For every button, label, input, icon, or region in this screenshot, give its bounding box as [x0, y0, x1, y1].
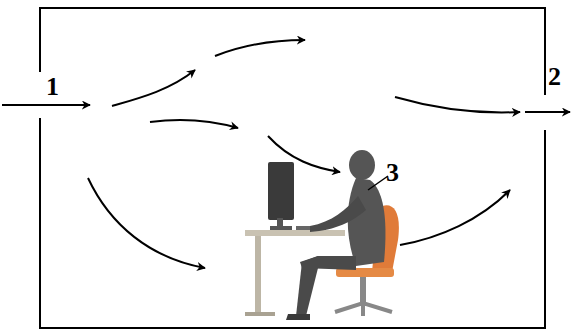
inlet-arrow	[2, 104, 90, 106]
chair-base	[335, 303, 392, 316]
callout-number: 1	[46, 74, 59, 100]
airflow-arrow	[215, 40, 305, 56]
airflow-arrow	[150, 120, 238, 128]
airflow-arrow	[400, 190, 510, 245]
room-walls	[40, 8, 545, 328]
callout-number: 3	[386, 160, 399, 186]
wall	[40, 8, 545, 95]
airflow-arrow	[112, 70, 195, 106]
chair-post	[360, 277, 366, 303]
wall	[40, 118, 545, 328]
airflow-arrow	[88, 178, 205, 268]
person-head	[349, 150, 375, 180]
desk-foot	[245, 312, 275, 316]
desk-top	[245, 230, 345, 236]
person-leg	[296, 256, 318, 316]
leader-line	[368, 176, 388, 190]
airflow-arrows	[2, 40, 570, 268]
monitor	[268, 162, 294, 220]
callout-number: 2	[548, 64, 561, 90]
person-foot	[286, 314, 310, 320]
desk-leg	[255, 236, 261, 314]
outlet-arrow	[525, 111, 570, 113]
person-arm	[310, 196, 366, 232]
workstation	[245, 150, 399, 320]
person-torso	[348, 178, 386, 266]
airflow-arrow	[395, 97, 520, 112]
monitor-base	[270, 226, 292, 230]
